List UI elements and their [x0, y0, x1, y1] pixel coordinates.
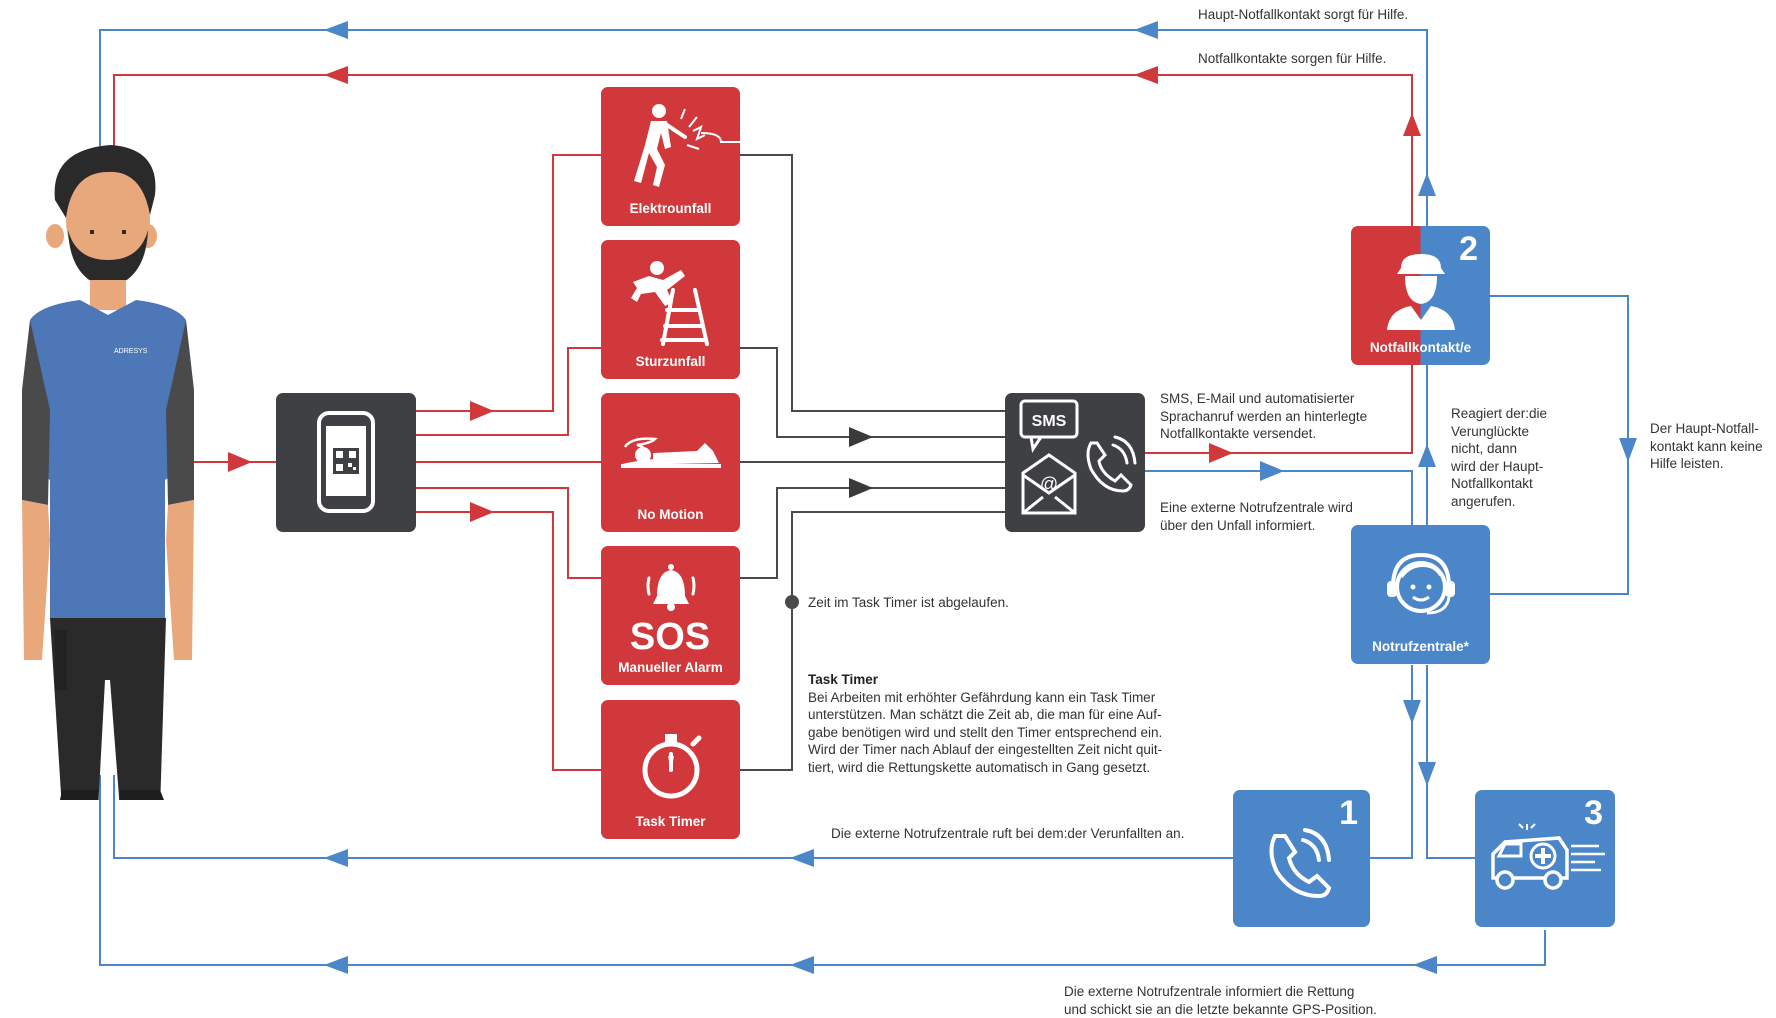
notfallkontakt-number: 2 [1459, 230, 1478, 268]
elektrounfall-box: Elektrounfall [601, 87, 740, 226]
elektrounfall-label: Elektrounfall [629, 201, 712, 216]
arrow-blue-up-2 [1418, 444, 1436, 467]
sturzunfall-label: Sturzunfall [635, 354, 706, 369]
arrow-red-phone-2 [470, 502, 494, 522]
line-timer-sms [740, 511, 1005, 771]
arrow-red-top-2 [324, 66, 348, 84]
arrow-blue-top-1 [1134, 21, 1158, 39]
emergency-contact-icon [1387, 254, 1455, 330]
line-phone-sturz [416, 347, 601, 436]
no-motion-box: No Motion [601, 393, 740, 532]
line-sturz-sms [740, 347, 1005, 438]
line-zentrale-rescue [1426, 665, 1475, 859]
annotation-haupt-keine: Der Haupt-Notfall- kontakt kann keine Hi… [1650, 421, 1763, 471]
arrow-red-top-1 [1134, 66, 1158, 84]
call-number: 1 [1339, 794, 1358, 832]
line-zentrale-call [1370, 665, 1413, 859]
no-motion-icon [621, 437, 721, 468]
line-sms-zentrale [1145, 470, 1413, 525]
notfallkontakt-box: 2 Notfallkontakt/e [1351, 226, 1490, 365]
task-timer-box: Task Timer [601, 700, 740, 839]
svg-text:@: @ [1040, 474, 1058, 494]
stopwatch-icon [642, 734, 702, 799]
line-elektro-sms [740, 154, 1005, 412]
arrow-blue-sms [1260, 461, 1284, 481]
line-phone-timer [416, 511, 601, 771]
rescue-number: 3 [1584, 794, 1603, 832]
line-phone-elektro [416, 154, 601, 412]
annotation-ruft-an: Die externe Notrufzentrale ruft bei dem:… [831, 826, 1185, 841]
arrow-blue-left-5 [324, 956, 348, 974]
line-haupt-top [99, 29, 1428, 226]
annotation-sms: SMS, E-Mail und automatisierter Sprachan… [1160, 391, 1368, 441]
phone-call-icon [1269, 828, 1332, 899]
rescue-box: 3 [1475, 790, 1615, 927]
sms-text: SMS [1032, 413, 1067, 430]
arrow-grey-1 [849, 427, 873, 447]
notrufzentrale-box: Notrufzentrale* [1351, 525, 1490, 664]
task-timer-label: Task Timer [635, 814, 706, 829]
arrow-blue-down-1 [1403, 700, 1421, 724]
sms-email-phone-icon: SMS @ [1019, 399, 1137, 515]
line-rescue-worker [99, 775, 1546, 966]
electric-shock-icon [634, 104, 740, 187]
notrufzentrale-label: Notrufzentrale* [1372, 639, 1469, 654]
line-sos-sms [740, 487, 1005, 579]
notfallkontakt-label: Notfallkontakt/e [1369, 340, 1472, 355]
arrow-red-worker [228, 452, 252, 472]
annotation-timer-abgelaufen: Zeit im Task Timer ist abgelaufen. [808, 595, 1009, 610]
arrow-red-sms [1209, 443, 1233, 463]
sms-email-call-box: SMS @ [1005, 393, 1145, 532]
no-motion-label: No Motion [637, 507, 704, 522]
call-box: 1 [1233, 790, 1370, 927]
line-phone-sos [416, 487, 601, 579]
arrow-blue-left-2 [324, 849, 348, 867]
line-sms-kontakt [1145, 365, 1413, 454]
line-kontakte-top [113, 74, 1413, 226]
arrow-blue-top-2 [324, 21, 348, 39]
person-worker-icon: ADRESYS [22, 145, 194, 800]
smartphone-icon [317, 411, 375, 513]
line-call-worker [113, 775, 1233, 859]
arrowheads [228, 21, 1637, 974]
timer-dot [785, 595, 799, 609]
annotation-reagiert: Reagiert der:die Verunglückte nicht, dan… [1451, 406, 1548, 509]
arrow-blue-up-1 [1418, 173, 1436, 196]
sos-box: SOS Manueller Alarm [601, 546, 740, 685]
smartphone-box [276, 393, 416, 532]
arrow-red-up [1403, 113, 1421, 136]
annotation-task-timer: Task Timer Bei Arbeiten mit erhöhter Gef… [808, 672, 1163, 775]
svg-text:ADRESYS: ADRESYS [114, 348, 148, 355]
annotation-extern: Eine externe Notrufzentrale wird über de… [1160, 500, 1353, 533]
sos-text: SOS [629, 616, 711, 658]
manueller-alarm-label: Manueller Alarm [618, 660, 723, 675]
alarm-bell-icon [646, 564, 696, 611]
headset-operator-icon [1387, 552, 1455, 615]
ladder-fall-icon [631, 261, 709, 346]
arrow-grey-2 [849, 478, 873, 498]
arrow-blue-down-2 [1418, 762, 1436, 786]
sturzunfall-box: Sturzunfall [601, 240, 740, 379]
arrow-blue-left-4 [790, 956, 814, 974]
annotation-kontakte-hilfe: Notfallkontakte sorgen für Hilfe. [1198, 51, 1387, 66]
arrow-red-phone-1 [470, 401, 494, 421]
arrow-blue-left-3 [1413, 956, 1437, 974]
arrow-blue-loop-down [1619, 438, 1637, 462]
ambulance-icon [1491, 823, 1605, 890]
arrow-blue-left-1 [790, 849, 814, 867]
annotation-haupt-hilfe: Haupt-Notfallkontakt sorgt für Hilfe. [1198, 7, 1409, 22]
